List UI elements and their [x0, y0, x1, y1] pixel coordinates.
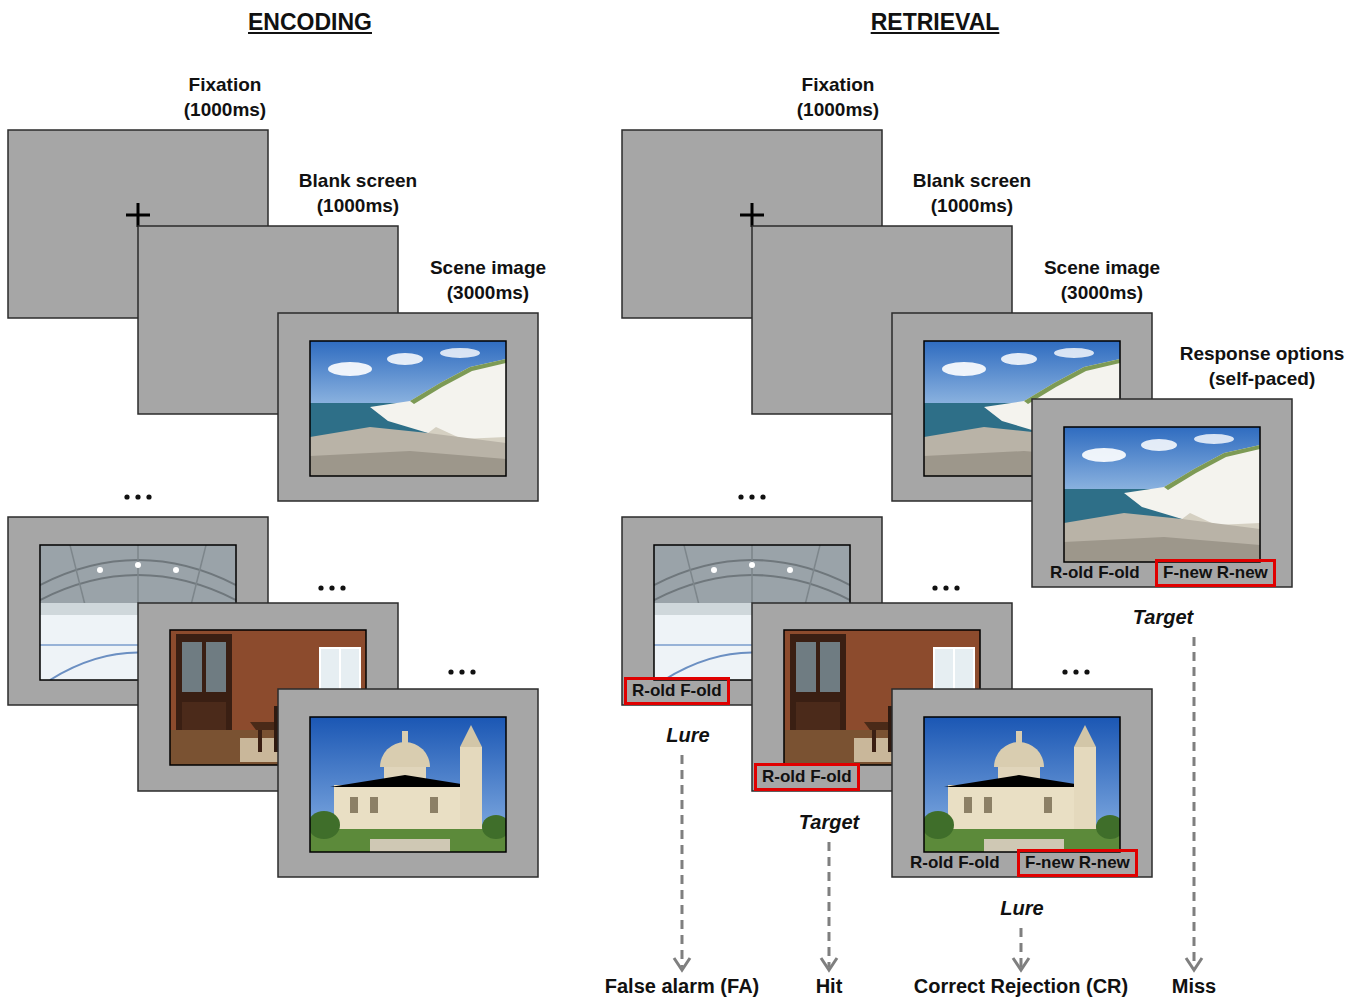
screen-frame: Fixation (1000ms) — [8, 130, 268, 318]
screen-shape — [278, 313, 538, 501]
outcome-text: Hit — [816, 974, 843, 998]
drawn-circle — [943, 585, 948, 590]
drawn-circle — [124, 494, 129, 499]
arrowhead — [1186, 958, 1202, 970]
screen-label: Response options (self-paced) — [1167, 341, 1357, 391]
retrieval-sequence — [622, 130, 1292, 877]
drawn-circle — [738, 494, 743, 499]
screen-shape — [1032, 399, 1292, 587]
section-heading: ENCODING — [248, 8, 372, 36]
screen-label: Fixation (1000ms) — [160, 72, 290, 122]
screen-shape — [310, 341, 506, 476]
dashed-arrow-line — [1193, 637, 1196, 967]
arrowhead — [821, 958, 837, 970]
trial-type-label: Lure — [1000, 896, 1043, 920]
screen-shape — [1064, 427, 1260, 562]
drawn-circle — [1062, 669, 1067, 674]
screen-label: Blank screen (1000ms) — [902, 168, 1042, 218]
screen-frame: Scene image (3000ms) — [892, 313, 1152, 501]
drawn-circle — [146, 494, 151, 499]
dashed-arrow-line — [827, 842, 830, 967]
arrowhead — [1013, 958, 1029, 970]
outcome-text: Miss — [1172, 974, 1216, 998]
drawn-circle — [135, 494, 140, 499]
response-options: F-new R-new — [1025, 853, 1130, 873]
trial-type-label: Target — [799, 810, 859, 834]
response-highlight-box: R-old F-old — [754, 763, 860, 791]
outcome-label: False alarm (FA) — [605, 974, 760, 998]
drawn-circle — [1073, 669, 1078, 674]
drawn-circle — [318, 585, 323, 590]
response-options: R-old F-old — [762, 767, 852, 787]
dashed-arrow — [821, 842, 837, 970]
arrowhead — [674, 958, 690, 970]
screen-frame: Scene image (3000ms) — [278, 313, 538, 501]
drawn-circle — [760, 494, 765, 499]
section-heading: RETRIEVAL — [871, 8, 1000, 36]
screen-frame: Fixation (1000ms) — [622, 130, 882, 318]
response-highlight-box: F-new R-new — [1155, 559, 1276, 587]
response-highlight-box: F-new R-new — [1017, 849, 1138, 877]
drawn-line — [137, 203, 140, 227]
scene-photo — [922, 717, 1124, 852]
ellipsis-dots — [124, 494, 151, 499]
screen-frame: Blank screen (1000ms) — [138, 226, 398, 414]
dashed-arrow — [1186, 637, 1202, 970]
outcome-text: False alarm (FA) — [605, 974, 760, 998]
screen-frame: LureR-old F-old — [622, 517, 882, 705]
response-options: R-old F-old — [1050, 563, 1140, 583]
trial-type-label: Target — [1133, 605, 1193, 629]
drawn-circle — [749, 494, 754, 499]
dashed-arrow-line — [1019, 928, 1022, 967]
screen-frame: Response options (self-paced)R-old F-old… — [1032, 399, 1292, 587]
outcome-label: Hit — [816, 974, 843, 998]
fixation-cross — [740, 203, 764, 227]
trial-type-label: Lure — [666, 723, 709, 747]
drawn-circle — [932, 585, 937, 590]
scene-photo — [308, 717, 510, 852]
response-highlight-box: R-old F-old — [624, 677, 730, 705]
screen-frame: R-old F-oldLureF-new R-new — [892, 689, 1152, 877]
ellipsis-dots — [1062, 669, 1089, 674]
drawn-circle — [1084, 669, 1089, 674]
dashed-arrow — [674, 755, 690, 970]
screen-label: Scene image (3000ms) — [1032, 255, 1172, 305]
screen-label: Scene image (3000ms) — [418, 255, 558, 305]
screen-shape — [924, 717, 1120, 852]
screen-frame: Blank screen (1000ms) — [752, 226, 1012, 414]
outcome-text: Correct Rejection (CR) — [914, 974, 1128, 998]
scene-photo — [1064, 427, 1260, 562]
ellipsis-dots — [738, 494, 765, 499]
ellipsis-dots — [932, 585, 959, 590]
drawn-line — [751, 203, 754, 227]
screen-shape — [278, 689, 538, 877]
scene-photo — [310, 341, 506, 476]
ellipsis-dots — [318, 585, 345, 590]
outcome-label: Correct Rejection (CR) — [914, 974, 1128, 998]
response-options: R-old F-old — [632, 681, 722, 701]
response-options: R-old F-old — [910, 853, 1000, 873]
dashed-arrow-line — [680, 755, 683, 967]
dashed-arrow — [1013, 928, 1029, 970]
encoding-sequence — [8, 130, 538, 877]
response-options: F-new R-new — [1163, 563, 1268, 583]
drawn-circle — [470, 669, 475, 674]
outcome-label: Miss — [1172, 974, 1216, 998]
ellipsis-dots — [448, 669, 475, 674]
screen-label: Blank screen (1000ms) — [288, 168, 428, 218]
screen-frame: TargetR-old F-old — [752, 603, 1012, 791]
fixation-cross — [126, 203, 150, 227]
drawn-circle — [954, 585, 959, 590]
drawn-circle — [448, 669, 453, 674]
drawn-circle — [340, 585, 345, 590]
screen-shape — [892, 689, 1152, 877]
screen-label: Fixation (1000ms) — [773, 72, 903, 122]
drawn-circle — [329, 585, 334, 590]
drawn-circle — [459, 669, 464, 674]
screen-shape — [310, 717, 506, 852]
